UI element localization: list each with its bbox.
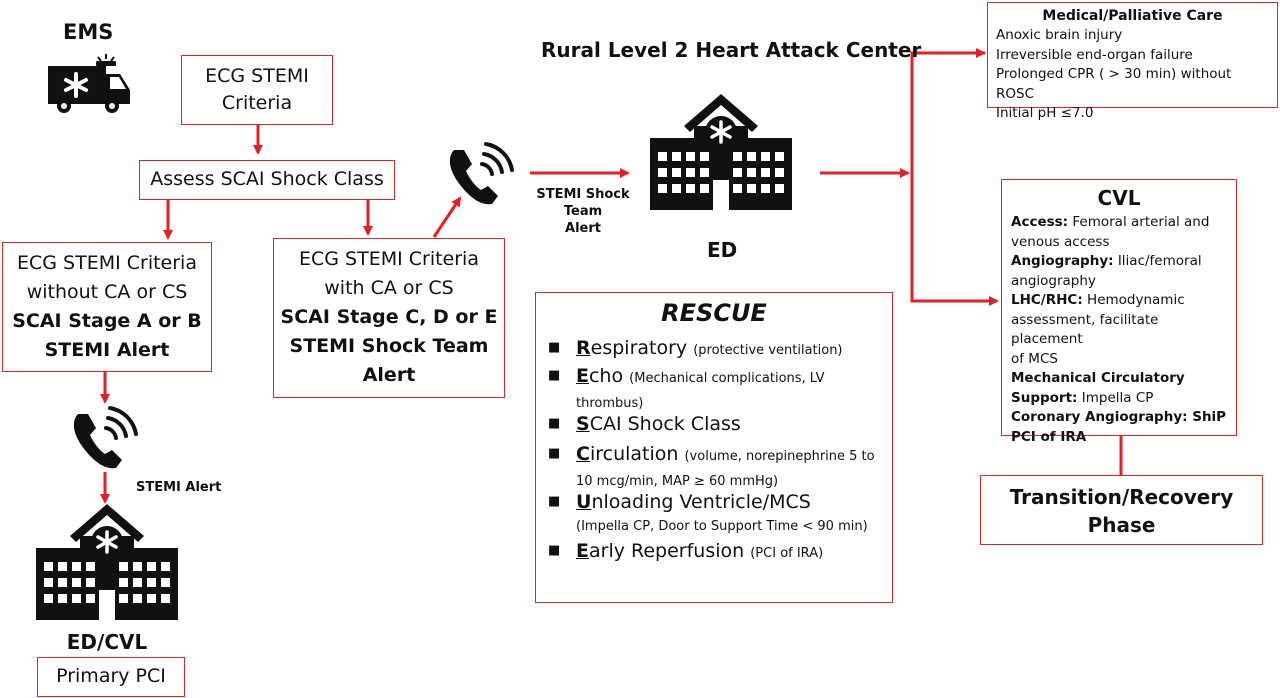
bullet-icon: ■: [548, 416, 561, 431]
ems-label: EMS: [63, 20, 114, 44]
arrow-with-to-phone: [432, 196, 462, 238]
cvl-box: CVL Access: Femoral arterial and venous …: [1001, 179, 1237, 445]
shock-team-alert-line2: Alert: [565, 221, 601, 236]
transition-line1: Transition/Recovery: [1009, 485, 1234, 509]
hospital-icon-ed-cvl: [36, 504, 178, 620]
transition-box: Transition/Recovery Phase: [980, 475, 1263, 545]
stemi-alert-label: STEMI Alert: [136, 480, 222, 495]
medical-palliative-box: Medical/Palliative Care Anoxic brain inj…: [987, 2, 1278, 121]
phone-icon-stemi: [73, 406, 138, 469]
ecg-with-alert: STEMI Shock Team: [289, 335, 489, 357]
primary-pci-label: Primary PCI: [56, 665, 166, 687]
branch-vertical: [910, 51, 985, 303]
shock-team-alert-label: STEMI Shock Team Alert: [516, 186, 650, 237]
bullet-icon: ■: [548, 543, 561, 558]
mpc-item: Initial pH ≤7.0: [996, 105, 1094, 121]
ecg-with-box: ECG STEMI Criteria with CA or CS SCAI St…: [273, 238, 505, 398]
mpc-item: Irreversible end-organ failure: [996, 46, 1193, 63]
main-title: Rural Level 2 Heart Attack Center: [541, 38, 922, 62]
ed-cvl-label: ED/CVL: [66, 630, 148, 654]
phone-icon: [449, 142, 514, 205]
rescue-title: RESCUE: [661, 299, 767, 327]
mpc-item: Prolonged CPR ( > 30 min) without ROSC: [996, 66, 1232, 102]
ecg-criteria-box: ECG STEMI Criteria: [181, 55, 333, 125]
bullet-icon: ■: [548, 494, 561, 509]
bullet-icon: ■: [548, 368, 561, 383]
assess-shock-label: Assess SCAI Shock Class: [150, 168, 384, 190]
ecg-with-alert-2: Alert: [362, 364, 416, 386]
ecg-with-stage: SCAI Stage C, D or E: [280, 306, 498, 328]
ed-label: ED: [707, 238, 738, 262]
mpc-item: Anoxic brain injury: [996, 27, 1123, 43]
ecg-criteria-line1: ECG STEMI: [205, 65, 309, 87]
primary-pci-box: Primary PCI: [37, 657, 185, 697]
bullet-icon: ■: [548, 446, 561, 461]
ecg-criteria-line2: Criteria: [221, 92, 293, 114]
ecg-without-box: ECG STEMI Criteria without CA or CS SCAI…: [2, 242, 212, 372]
transition-line2: Phase: [1087, 513, 1156, 537]
rescue-box: RESCUE ■ Respiratory (protective ventila…: [535, 292, 893, 603]
shock-team-alert-line1: STEMI Shock Team: [536, 187, 630, 219]
ecg-without-line1: ECG STEMI Criteria: [17, 252, 197, 274]
assess-shock-box: Assess SCAI Shock Class: [139, 160, 395, 200]
medical-palliative-title: Medical/Palliative Care: [1042, 8, 1223, 24]
ambulance-icon: [48, 54, 130, 113]
ecg-without-alert: STEMI Alert: [44, 339, 170, 361]
ecg-with-line1: ECG STEMI Criteria: [299, 248, 479, 270]
ecg-with-line2: with CA or CS: [324, 277, 454, 299]
cvl-title: CVL: [1097, 186, 1141, 210]
ecg-without-stage: SCAI Stage A or B: [12, 310, 202, 332]
bullet-icon: ■: [548, 340, 561, 355]
hospital-icon-ed: [650, 94, 792, 210]
ecg-without-line2: without CA or CS: [26, 281, 188, 303]
